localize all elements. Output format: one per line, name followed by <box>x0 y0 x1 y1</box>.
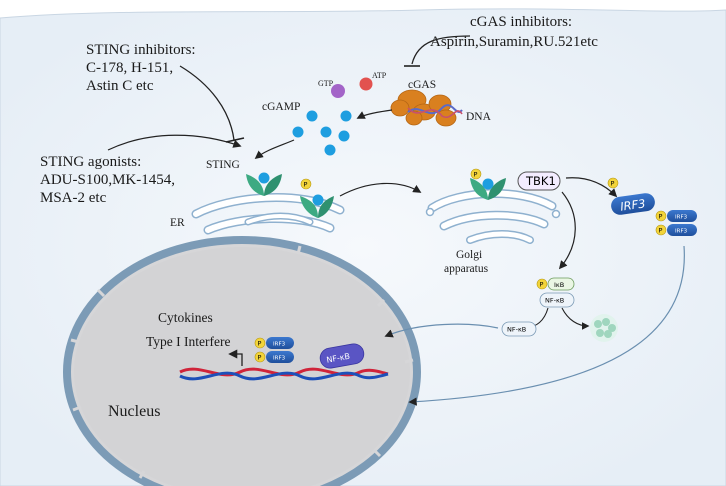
phospho-badge <box>470 168 482 180</box>
phospho-label: P <box>611 180 615 188</box>
sting-dimer-2: P <box>300 178 334 218</box>
phospho-label: P <box>474 171 478 179</box>
cgas-to-cgamp-arrow <box>356 109 393 119</box>
irf3-label: IRF3 <box>675 215 688 221</box>
gtp-molecule <box>331 84 345 98</box>
irf3-monomer: IRF3 <box>611 193 655 215</box>
irf3-label: IRF3 <box>619 196 646 213</box>
nfkb-label: NF-κB <box>507 326 526 334</box>
cgas-inhibitors-title: cGAS inhibitors: <box>470 14 572 30</box>
phospho-label: P <box>659 213 663 221</box>
transcription-arrow <box>228 349 243 366</box>
cgas-label: cGAS <box>408 79 436 91</box>
irf3-label: IRF3 <box>273 356 286 362</box>
nfkb-free <box>501 321 537 337</box>
cgas-inhibition-line <box>411 35 471 65</box>
cgamp-bound <box>258 172 270 184</box>
irf3-label: IRF3 <box>675 229 688 235</box>
nucleus-label: Nucleus <box>108 403 160 420</box>
sting-dimer-1 <box>246 172 282 196</box>
ikb-label: IκB <box>554 281 564 289</box>
golgi-label-line1: Golgi <box>456 249 482 261</box>
golgi-label-line2: apparatus <box>444 263 489 275</box>
phospho-label: P <box>540 281 544 289</box>
agonist-arrow <box>107 134 242 151</box>
phospho-label: P <box>659 227 663 235</box>
nfkb-label: NF-κB <box>326 352 351 365</box>
sting-inhibitors-line2: Astin C etc <box>86 78 154 94</box>
tbk1-label: TBK1 <box>525 174 556 188</box>
phospho-label: P <box>304 181 308 189</box>
golgi-vesicle <box>425 207 435 217</box>
ikb-degradation-arrow <box>561 307 590 330</box>
cgas-inhibitors-list: Aspirin,Suramin,RU.521etc <box>430 34 598 50</box>
cytokines-label: Cytokines <box>158 310 213 325</box>
er-label: ER <box>170 217 185 229</box>
irf3-dimer: P IRF3 P IRF3 <box>655 210 697 236</box>
phospho-label: P <box>258 354 262 362</box>
dna-fragment-strand2 <box>407 107 463 119</box>
sting-inhibitors-title: STING inhibitors: <box>86 42 196 58</box>
gtp-label: GTP <box>318 79 334 88</box>
irf3-to-nucleus-arrow <box>408 245 685 406</box>
nuclear-irf3-dimer: P IRF3 P IRF3 <box>254 337 294 363</box>
sting-label: STING <box>206 159 240 171</box>
irf3-label: IRF3 <box>273 342 286 348</box>
tbk1-box <box>517 171 561 191</box>
golgi-vesicle <box>551 209 561 219</box>
atp-molecule <box>359 77 373 91</box>
phospho-label: P <box>258 340 262 348</box>
sting-agonists-title: STING agonists: <box>40 154 141 170</box>
nuclear-nfkb: NF-κB <box>319 343 365 369</box>
phospho-badge <box>607 177 619 189</box>
ikb-nfkb-complex: P IκB NF-κB <box>536 277 575 308</box>
tbk1-to-ikb-arrow <box>558 191 576 270</box>
nfkb-label: NF-κB <box>545 297 564 305</box>
dna-double-helix <box>179 367 389 381</box>
tbk1-to-irf3-arrow <box>565 177 618 198</box>
sting-tbk1-complex: P TBK1 <box>470 168 561 200</box>
cgamp-molecules <box>292 110 352 156</box>
dna-label: DNA <box>466 111 492 123</box>
sting-inhibitors-line1: C-178, H-151, <box>86 60 173 76</box>
cgamp-to-sting-arrow <box>254 139 295 160</box>
nucleus-inner <box>74 247 410 486</box>
cgamp-bound <box>312 194 324 206</box>
sting-agonists-line2: MSA-2 etc <box>40 190 107 206</box>
cgamp-label: cGAMP <box>262 101 300 113</box>
cgamp-bound <box>482 178 494 190</box>
nfkb-to-nucleus-arrow <box>384 323 499 338</box>
phospho-badge <box>300 178 312 190</box>
nuclear-pores <box>70 245 414 479</box>
proteasome-icon <box>590 314 618 342</box>
type-i-interfere-label: Type I Interfere <box>146 334 231 349</box>
atp-label: ATP <box>372 71 387 80</box>
sting-agonists-line1: ADU-S100,MK-1454, <box>40 172 175 188</box>
sting-inhibition-line <box>179 65 235 141</box>
er-to-golgi-arrow <box>339 182 422 197</box>
